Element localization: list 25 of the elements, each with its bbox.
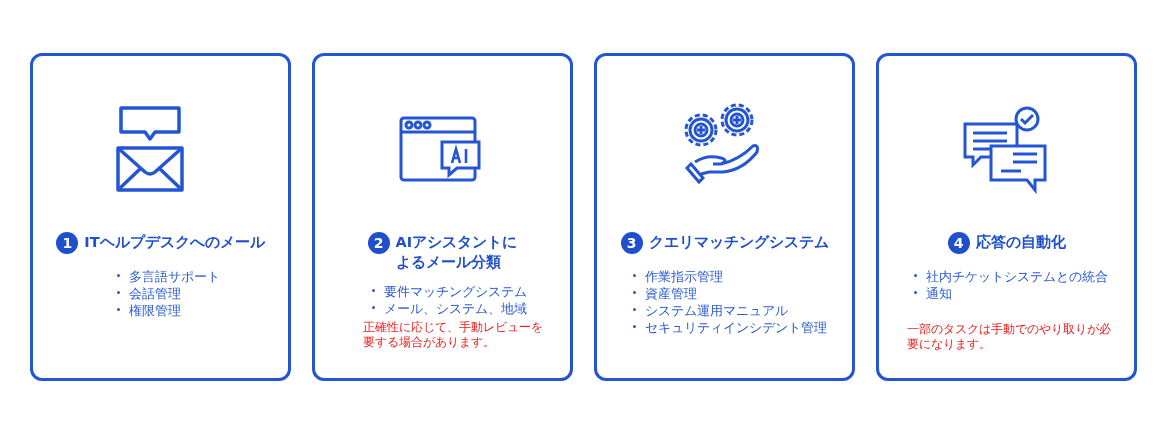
list-item: メール、システム、地域 <box>384 300 527 317</box>
card-title: クエリマッチングシステム <box>648 233 829 252</box>
list-item: 通知 <box>926 285 952 302</box>
step-card <box>876 53 1137 381</box>
card-title: ITヘルプデスクへのメール <box>84 233 265 252</box>
number-badge: 2 <box>367 232 390 254</box>
step-card <box>312 53 573 381</box>
list-item: 権限管理 <box>129 302 181 319</box>
note-text: 一部のタスクは手動でのやり取りが必要になります。 <box>907 322 1112 352</box>
list-item: 資産管理 <box>645 285 697 302</box>
list-item: 作業指示管理 <box>645 268 723 285</box>
step-card <box>30 53 291 381</box>
step-card <box>594 53 855 381</box>
number-badge: 4 <box>947 232 970 254</box>
number-badge: 3 <box>620 232 643 254</box>
note-text: 正確性に応じて、手動レビューを要する場合があります。 <box>363 320 544 350</box>
list-item: 多言語サポート <box>129 268 220 285</box>
list-item: 会話管理 <box>129 285 181 302</box>
list-item: 社内チケットシステムとの統合 <box>926 268 1108 285</box>
list-item: システム運用マニュアル <box>645 302 788 319</box>
card-title: AIアシスタントによるメール分類 <box>395 233 518 272</box>
number-badge: 1 <box>56 232 79 254</box>
list-item: セキュリティインシデント管理 <box>645 319 827 336</box>
card-title: 応答の自動化 <box>975 233 1066 252</box>
list-item: 要件マッチングシステム <box>384 283 527 300</box>
